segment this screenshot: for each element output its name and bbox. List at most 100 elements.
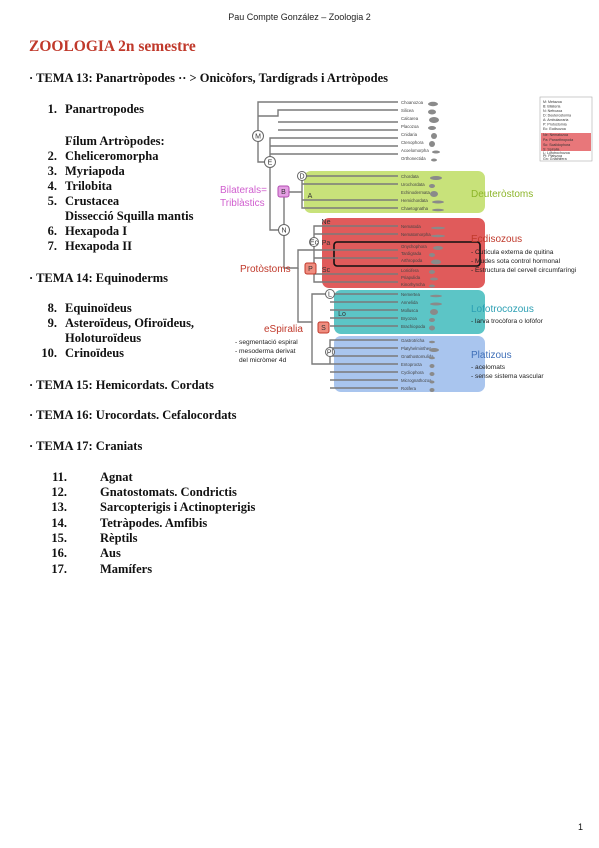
list-item: 10.Crinoïdeus <box>29 346 124 361</box>
item-label: Mamífers <box>100 562 153 576</box>
organism-icon <box>429 253 435 257</box>
organism-icon <box>430 277 438 281</box>
node-lo-label: Lo <box>338 311 346 318</box>
organism-icon <box>430 176 442 180</box>
organism-icon <box>430 302 442 306</box>
document-title: ZOOLOGIA 2n semestre <box>29 38 196 55</box>
legend-entry: S: Spiralia <box>543 148 559 152</box>
list-item: 17.Mamífers <box>0 562 152 577</box>
deuterostoms-label: Deuteròstoms <box>471 189 533 200</box>
dissection-note: Dissecció Squilla mantis <box>65 209 194 223</box>
organism-icon <box>429 184 435 188</box>
taxon-label: Micrognathozoa <box>401 378 432 383</box>
node-pl-label: Pl <box>327 350 334 357</box>
panarthropoda-highlight <box>333 241 481 267</box>
organism-icon <box>428 101 438 107</box>
item-number: 3. <box>47 164 57 178</box>
espiralia-note: - segmentació espiral <box>235 339 298 346</box>
item-number: 15. <box>51 531 67 545</box>
organism-icon <box>431 158 437 162</box>
legend-entry: Gn: Gnathifera <box>543 157 567 161</box>
taxon-label: Arthropoda <box>401 258 423 263</box>
legend-entry: Pl: Platyzoa <box>543 154 562 158</box>
taxon-label: Gastrotricha <box>401 338 425 343</box>
page-header: Pau Compte González – Zoologia 2 <box>228 12 371 22</box>
node-e-marker <box>264 156 276 168</box>
organism-icon <box>432 208 444 212</box>
lofotrocozous-label: Lofotrocozous <box>471 304 534 315</box>
legend-entry: A: Ambulacraria <box>543 118 568 122</box>
item-number: 14. <box>51 516 67 530</box>
taxon-label: Acoelomorpha <box>401 148 429 153</box>
taxon-label: Priapulida <box>401 275 421 280</box>
taxon-label: Loricifera <box>401 268 419 273</box>
node-pa-label: Pa <box>322 240 331 247</box>
item-label: Sarcopterigis i Actinopterigis <box>100 500 256 514</box>
item-label: Trilobita <box>65 179 112 193</box>
list-item: 7.Hexapoda II <box>29 239 132 254</box>
taxon-label: Rotifera <box>401 386 417 391</box>
page-number: 1 <box>578 822 584 832</box>
legend-entry: B: Bilateria <box>543 105 560 109</box>
organism-icon <box>431 133 437 139</box>
legend-entry: D: Deuterostomia <box>543 114 571 118</box>
item-number: 10. <box>41 346 57 360</box>
protostoms-label: Protòstoms <box>240 264 291 275</box>
item-label: Myriapoda <box>65 164 125 178</box>
organism-icon <box>431 259 441 265</box>
organism-icon <box>428 109 436 115</box>
legend-entry: Ne: Nematozoa <box>543 133 568 137</box>
item-label: Hexapoda II <box>65 239 133 253</box>
taxon-label: Bryozoa <box>401 316 417 321</box>
taxon-label: Annelida <box>401 300 418 305</box>
organism-icons <box>428 101 445 392</box>
taxon-label: Nemertea <box>401 292 420 297</box>
list-item-continuation: Holoturoïdeus <box>65 331 142 345</box>
list-item: 14. Tetràpodes. Amfibis <box>0 516 207 531</box>
ecdisozous-note: - Mudes sota control hormonal <box>471 258 561 265</box>
item-label: Tetràpodes. Amfibis <box>100 516 208 530</box>
item-number: 6. <box>47 224 57 238</box>
legend-highlight <box>541 133 591 151</box>
item-label: Equinoïdeus <box>65 301 132 315</box>
node-d-label: D <box>299 174 304 181</box>
organism-icon <box>429 141 435 147</box>
list-item: 16.Aus <box>0 546 120 561</box>
phylogeny-figure: M E B D A N Ne Ec Pa Sc P L Lo S Pl Choa… <box>220 96 593 392</box>
list-item: 2.Cheliceromorpha <box>29 149 159 164</box>
organism-icon <box>429 372 435 376</box>
triblastics-label: Triblàstics <box>220 198 265 209</box>
node-s-marker <box>317 321 330 334</box>
tema-14-heading: · TEMA 14: Equinoderms <box>29 271 169 285</box>
node-b-label: B <box>281 189 286 196</box>
platizous-note: - sense sistema vascular <box>471 373 544 380</box>
item-label: Panartropodes <box>65 102 144 116</box>
item-label: Asteroïdeus, Ofiroïdeus, <box>65 316 195 330</box>
item-number: 9. <box>47 316 57 330</box>
organism-icon <box>429 325 435 331</box>
node-l-marker <box>325 289 335 299</box>
organism-icon <box>429 356 435 360</box>
espiralia-label: eSpiralia <box>264 324 303 335</box>
item-label: Hexapoda I <box>65 224 128 238</box>
legend-entry: Pa: Panarthropoda <box>543 138 573 142</box>
item-label: Rèptils <box>100 531 138 545</box>
node-sc-label: Sc <box>322 267 331 274</box>
taxon-label: Entoprocta <box>401 362 422 367</box>
organism-icon <box>430 294 442 298</box>
taxon-label: Kinorhyncha <box>401 282 425 287</box>
ecdisozous-note: - Cutícula externa de quitina <box>471 249 554 256</box>
node-m-marker <box>252 130 264 142</box>
node-s-label: S <box>321 325 326 332</box>
organism-icon <box>429 364 435 368</box>
node-p-marker <box>304 262 317 275</box>
organism-icon <box>428 126 436 130</box>
item-number: 13. <box>51 500 67 514</box>
organism-icon <box>429 284 435 288</box>
list-item: 5.Crustacea <box>29 194 120 209</box>
item-label: Agnat <box>100 470 133 484</box>
item-number: 4. <box>47 179 57 193</box>
list-item: 15. Rèptils <box>0 531 138 546</box>
node-n-marker <box>278 224 290 236</box>
organism-icon <box>429 380 435 384</box>
